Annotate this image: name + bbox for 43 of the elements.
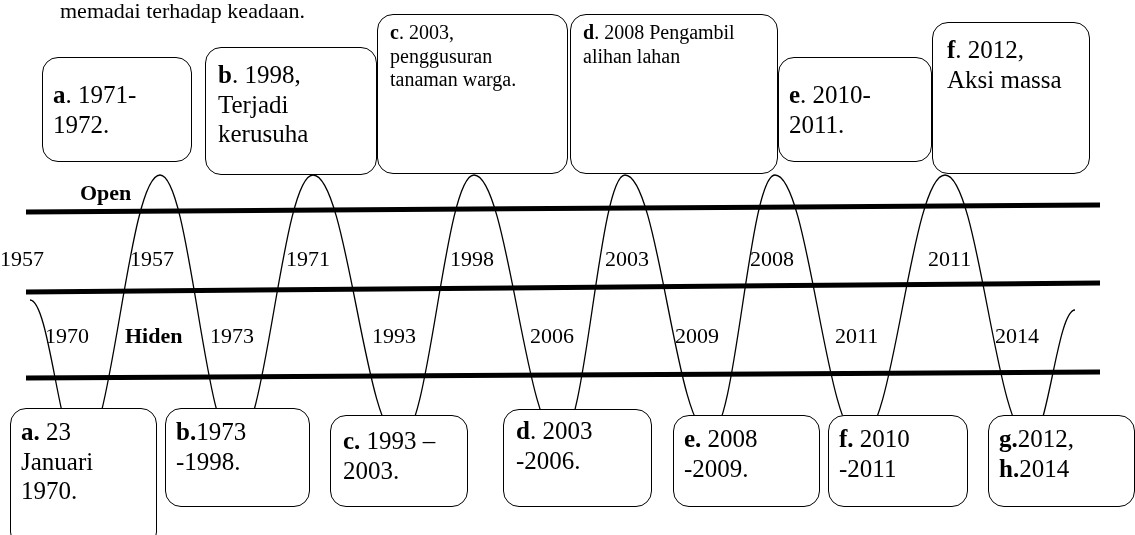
box-text: f. 2010 -2011 xyxy=(839,424,911,483)
box-text: a. 1971-1972. xyxy=(53,80,138,139)
box-text: a. 23 Januari 1970. xyxy=(21,417,95,506)
year-label: 1957 xyxy=(0,248,44,270)
period-box xyxy=(330,415,468,507)
box-text: e. 2008 -2009. xyxy=(684,424,759,483)
box-text: g.2012, h.2014 xyxy=(999,424,1075,483)
event-callout-box xyxy=(570,14,778,174)
intro-sentence: memadai terhadap keadaan. xyxy=(60,0,305,22)
year-label: 1970 xyxy=(45,325,89,347)
period-box xyxy=(503,409,652,507)
year-label: 2014 xyxy=(995,325,1039,347)
year-label: 1998 xyxy=(450,248,494,270)
zone-label: Open xyxy=(80,182,132,204)
year-label: 2003 xyxy=(605,248,649,270)
year-label: 1973 xyxy=(210,325,254,347)
period-box xyxy=(10,408,157,535)
box-text: f. 2012, Aksi massa xyxy=(947,35,1063,94)
box-text: c. 2003, penggusuran tanaman warga. xyxy=(390,21,518,92)
year-label: 1957 xyxy=(130,248,174,270)
period-box xyxy=(828,415,968,507)
event-callout-box xyxy=(778,57,932,162)
year-label: 2011 xyxy=(835,325,879,347)
event-callout-box xyxy=(42,57,192,162)
box-text: b. 1998, Terjadi kerusuha xyxy=(218,60,310,149)
period-box xyxy=(673,415,820,507)
year-label: 2011 xyxy=(928,248,972,270)
year-label: 2006 xyxy=(530,325,574,347)
box-text: e. 2010-2011. xyxy=(789,80,872,139)
event-callout-box xyxy=(205,47,377,175)
year-label: 2009 xyxy=(675,325,719,347)
period-box xyxy=(165,408,310,507)
period-box xyxy=(988,415,1135,507)
event-callout-box xyxy=(377,14,568,174)
zone-label: Hiden xyxy=(125,325,183,347)
year-label: 2008 xyxy=(750,248,794,270)
box-text: d. 2003 -2006. xyxy=(516,416,594,475)
year-label: 1971 xyxy=(286,248,330,270)
box-text: c. 1993 –2003. xyxy=(343,426,437,485)
box-text: d. 2008 Pengambil alihan lahan xyxy=(583,21,736,69)
year-label: 1993 xyxy=(372,325,416,347)
event-callout-box xyxy=(932,22,1090,174)
box-text: b.1973 -1998. xyxy=(176,417,248,476)
